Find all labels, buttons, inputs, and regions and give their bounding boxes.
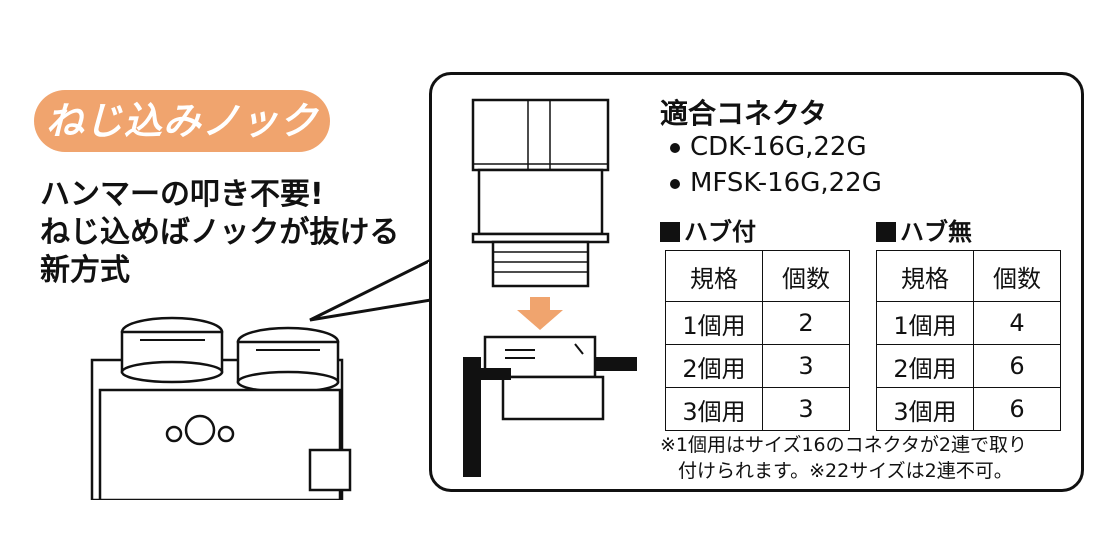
table-cell: 2個用 xyxy=(876,344,974,388)
connector-illustration xyxy=(463,98,637,477)
headline-line-1: ハンマーの叩き不要! xyxy=(40,177,324,212)
table-cell: 4 xyxy=(973,301,1061,345)
table-cell: 1個用 xyxy=(876,301,974,345)
without-hub-heading: ハブ無 xyxy=(876,212,972,247)
table-cell: 6 xyxy=(973,344,1061,388)
connector-title: 適合コネクタ xyxy=(660,97,827,130)
headline-line-2: ねじ込めばノックが抜ける xyxy=(40,215,400,250)
footnote: ※1個用はサイズ16のコネクタが2連で取り 付けられます。※22サイズは2連不可… xyxy=(660,432,1027,484)
connector-item-2: MFSK-16G,22G xyxy=(670,168,882,198)
footnote-line-1: ※1個用はサイズ16のコネクタが2連で取り xyxy=(660,434,1027,456)
table-cell: 2個用 xyxy=(665,344,763,388)
headline-line-3: 新方式 xyxy=(40,253,130,288)
table-cell: 3 xyxy=(762,344,850,388)
footnote-line-2: 付けられます。※22サイズは2連不可。 xyxy=(678,460,1013,482)
with-hub-heading: ハブ付 xyxy=(660,212,756,247)
feature-badge: ねじ込みノック付 xyxy=(34,90,330,205)
table-cell: 3個用 xyxy=(876,387,974,431)
table-cell: 2 xyxy=(762,301,850,345)
junction-box-illustration xyxy=(90,316,352,500)
table-header: 個数 xyxy=(762,250,850,302)
table-cell: 3 xyxy=(762,387,850,431)
connector-item-1: CDK-16G,22G xyxy=(670,132,867,162)
table-cell: 6 xyxy=(973,387,1061,431)
table-cell: 1個用 xyxy=(665,301,763,345)
table-cell: 3個用 xyxy=(665,387,763,431)
table-header: 規格 xyxy=(665,250,763,302)
table-header: 規格 xyxy=(876,250,974,302)
table-header: 個数 xyxy=(973,250,1061,302)
